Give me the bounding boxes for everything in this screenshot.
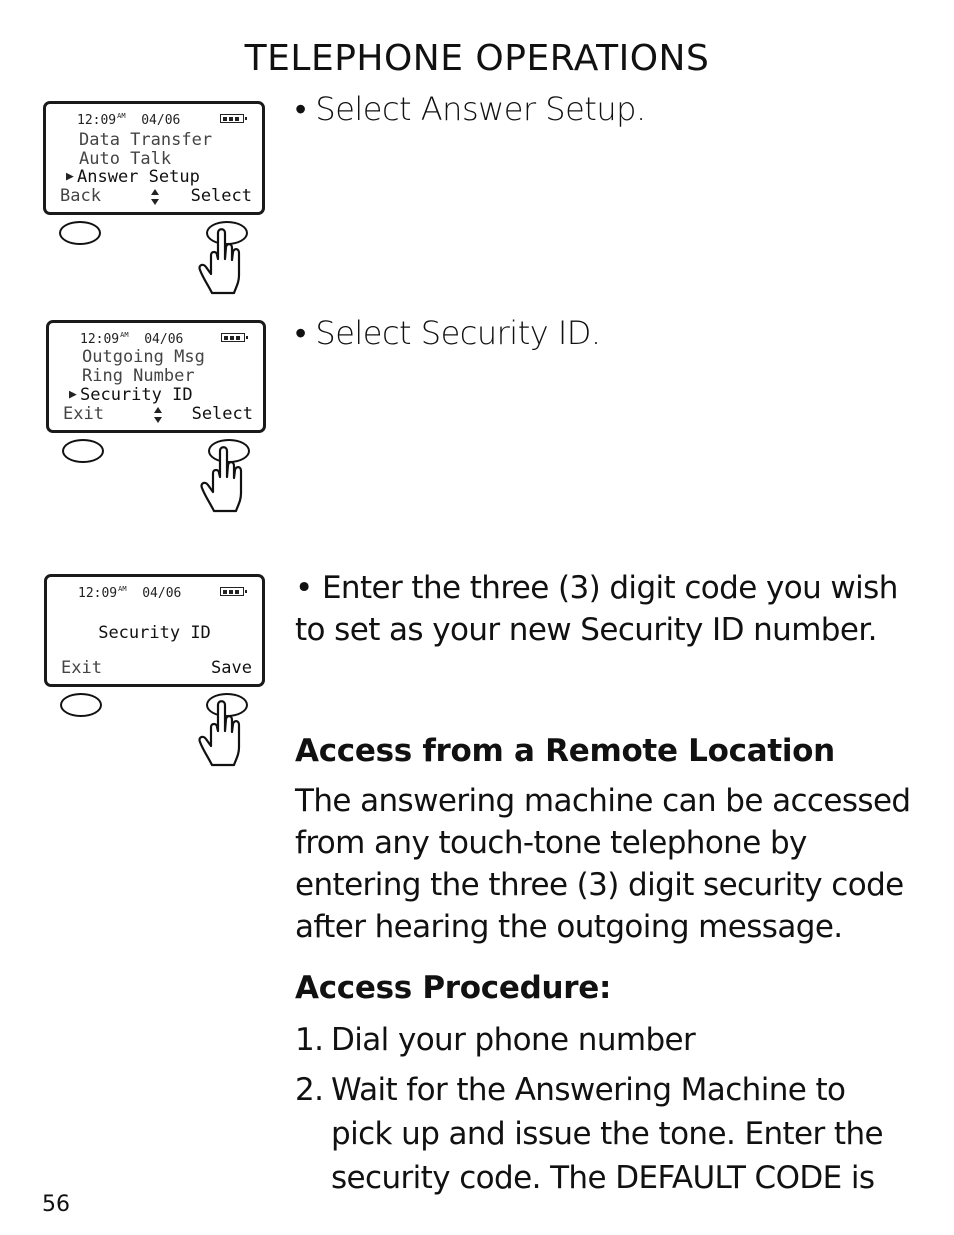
procedure-item-2-number: 2. — [295, 1072, 324, 1108]
lcd-ampm: AM — [118, 585, 127, 593]
lcd-ampm: AM — [120, 331, 129, 339]
remote-line-3: entering the three (3) digit security co… — [295, 867, 904, 903]
menu-item-ring-number: Ring Number — [82, 366, 195, 386]
up-down-arrow-icon — [151, 189, 159, 205]
softkey-select-label: Select — [190, 186, 252, 206]
procedure-item-1: 1.Dial your phone number — [295, 1018, 883, 1062]
step-select-answer-setup: • Select Answer Setup. — [295, 90, 646, 128]
up-down-arrow-icon — [154, 407, 162, 423]
menu-item-answer-setup: Answer Setup — [77, 167, 200, 187]
remote-line-1: The answering machine can be accessed — [295, 783, 911, 819]
pressing-hand-icon — [198, 228, 241, 295]
procedure-item-1-text: Dial your phone number — [331, 1022, 696, 1058]
page-number: 56 — [42, 1192, 70, 1217]
step-select-security-id: • Select Security ID. — [295, 314, 601, 352]
lcd-time: 12:09 — [77, 113, 117, 128]
lcd-date: 04/06 — [141, 113, 181, 128]
lcd-date: 04/06 — [144, 332, 184, 347]
procedure-item-1-number: 1. — [295, 1022, 324, 1058]
lcd-time: 12:09 — [80, 332, 120, 347]
page-title: TELEPHONE OPERATIONS — [244, 38, 710, 79]
lcd-status: 12:09AM 04/06 — [77, 112, 181, 128]
softkey-exit-label: Exit — [63, 404, 104, 424]
lcd-status: 12:09AM 04/06 — [80, 331, 184, 347]
battery-icon — [220, 114, 247, 123]
procedure-item-2-line-1: Wait for the Answering Machine to — [331, 1072, 846, 1108]
menu-item-data-transfer: Data Transfer — [79, 130, 213, 150]
section-heading-remote-access: Access from a Remote Location — [295, 733, 835, 769]
selection-arrow-icon: ▶ — [69, 387, 77, 402]
section-heading-access-procedure: Access Procedure: — [295, 970, 612, 1006]
step-enter-code: • Enter the three (3) digit code you wis… — [295, 567, 898, 651]
step-enter-code-line-1: • Enter the three (3) digit code you wis… — [295, 570, 898, 606]
procedure-item-2-line-3: security code. The DEFAULT CODE is — [331, 1160, 875, 1196]
lcd-date: 04/06 — [142, 586, 182, 601]
remote-access-paragraph: The answering machine can be accessed fr… — [295, 780, 911, 948]
remote-line-4: after hearing the outgoing message. — [295, 909, 843, 945]
step-enter-code-line-2: to set as your new Security ID number. — [295, 612, 878, 648]
softkey-save-label: Save — [211, 658, 252, 678]
procedure-item-2-line-2: pick up and issue the tone. Enter the — [331, 1116, 884, 1152]
battery-icon — [221, 333, 248, 342]
menu-item-outgoing-msg: Outgoing Msg — [82, 347, 205, 367]
left-softkey-button[interactable] — [60, 693, 102, 717]
lcd-screen-answer-setup: 12:09AM 04/06 Data Transfer Auto Talk ▶ … — [43, 101, 265, 215]
battery-icon — [220, 587, 247, 596]
remote-line-2: from any touch-tone telephone by — [295, 825, 807, 861]
lcd-time: 12:09 — [78, 586, 118, 601]
pressing-hand-icon — [198, 700, 241, 767]
menu-item-security-id: Security ID — [80, 385, 193, 405]
softkey-select-label: Select — [191, 404, 253, 424]
lcd-status: 12:09AM 04/06 — [78, 585, 182, 601]
left-softkey-button[interactable] — [62, 439, 104, 463]
procedure-list: 1.Dial your phone number 2.Wait for the … — [295, 1018, 884, 1200]
lcd-screen-security-id-entry: 12:09AM 04/06 Security ID Exit Save — [44, 574, 265, 687]
softkey-exit-label: Exit — [61, 658, 102, 678]
selection-arrow-icon: ▶ — [66, 169, 74, 184]
menu-item-auto-talk: Auto Talk — [79, 149, 172, 169]
right-softkey-button[interactable] — [208, 439, 250, 463]
lcd-ampm: AM — [117, 112, 126, 120]
lcd-screen-security-id-menu: 12:09AM 04/06 Outgoing Msg Ring Number ▶… — [46, 320, 266, 433]
softkey-back-label: Back — [60, 186, 101, 206]
left-softkey-button[interactable] — [59, 221, 101, 245]
procedure-item-2: 2.Wait for the Answering Machine to pick… — [295, 1068, 884, 1200]
lcd-security-id-label: Security ID — [98, 623, 211, 643]
pressing-hand-icon — [200, 446, 243, 513]
